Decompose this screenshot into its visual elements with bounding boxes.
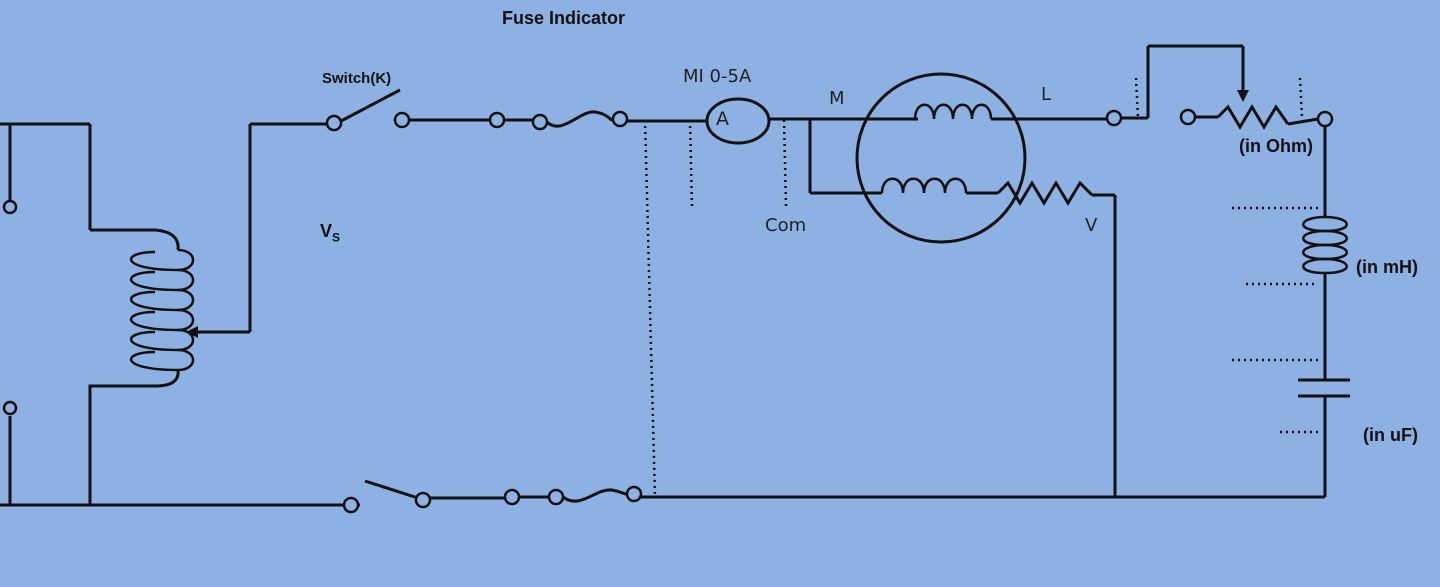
bottom-line	[342, 479, 1325, 514]
ammeter	[705, 97, 918, 145]
switch-label: Switch(K)	[322, 70, 392, 87]
top-line	[250, 88, 707, 132]
com-label: Com	[765, 215, 807, 236]
wattmeter	[808, 72, 1117, 497]
uf-label: (in uF)	[1363, 425, 1418, 445]
vs-main: V	[320, 221, 333, 241]
fuse-indicator-label: Fuse Indicator	[502, 8, 626, 28]
ohm-label: (in Ohm)	[1239, 136, 1313, 156]
source-terminals	[0, 122, 360, 507]
v-label: V	[1085, 215, 1098, 236]
vs-sub: S	[332, 230, 341, 245]
l-label: L	[1041, 84, 1052, 105]
mh-label: (in mH)	[1356, 257, 1418, 277]
m-label: M	[829, 88, 845, 109]
ammeter-symbol: A	[716, 108, 729, 130]
meter-label: MI 0-5A	[683, 66, 752, 87]
load-branch	[1105, 44, 1350, 497]
vs-label: VS	[320, 221, 340, 245]
autotransformer	[88, 124, 252, 505]
